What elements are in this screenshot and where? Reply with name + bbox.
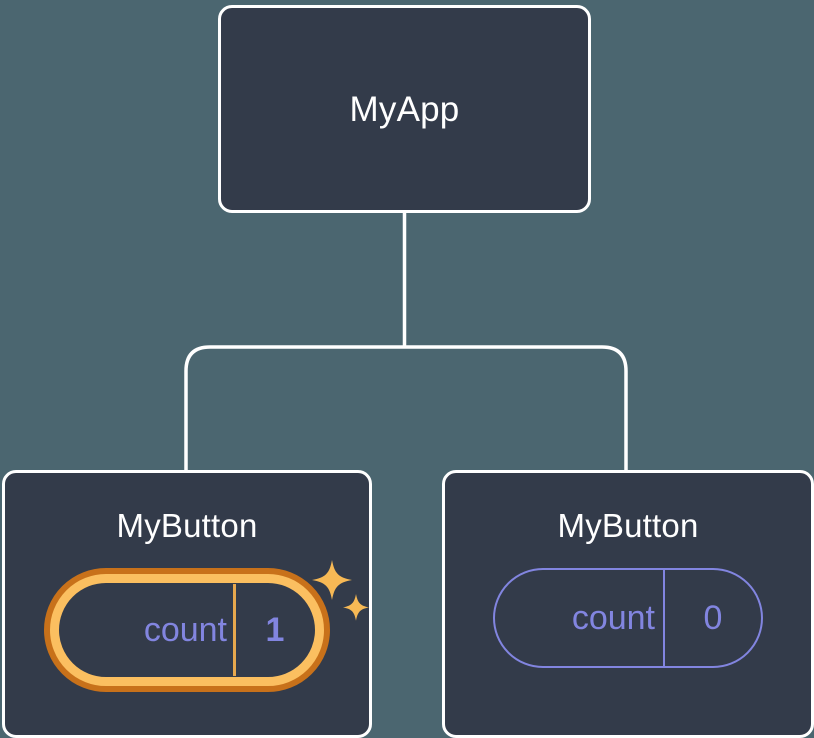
state-key-left: count	[143, 610, 227, 649]
state-pill-divider-left	[233, 584, 236, 676]
state-value-right: 0	[703, 598, 723, 637]
state-pill-wrap-right: count 0	[493, 568, 763, 668]
node-mybutton-right[interactable]: MyButton count 0	[442, 470, 814, 738]
state-pill-highlighted[interactable]: count 1	[44, 568, 330, 692]
state-pill-wrap-left: count 1	[44, 568, 330, 692]
node-mybutton-right-label: MyButton	[557, 507, 699, 544]
state-pill-divider-right	[663, 570, 665, 666]
state-key-right: count	[571, 598, 655, 637]
node-mybutton-left-label: MyButton	[116, 507, 258, 544]
node-myapp[interactable]: MyApp	[218, 5, 591, 213]
state-pill-plain[interactable]: count 0	[493, 568, 763, 668]
state-value-left: 1	[265, 610, 285, 649]
node-myapp-label: MyApp	[349, 89, 460, 129]
node-mybutton-left[interactable]: MyButton count 1	[2, 470, 372, 738]
